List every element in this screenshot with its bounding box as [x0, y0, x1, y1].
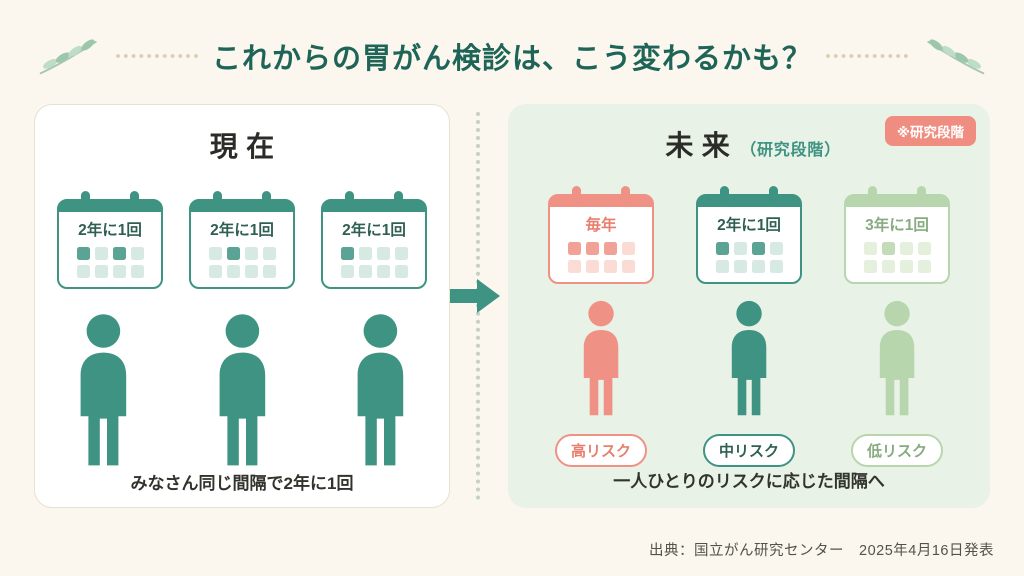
calendar-grid [191, 247, 293, 278]
calendar-label: 毎年 [585, 217, 617, 234]
future-heading: 未来 （研究段階） [657, 124, 841, 164]
calendar-label: 2年に1回 [78, 222, 142, 239]
calendar-header-bar [698, 196, 800, 207]
risk-label: 低リスク [850, 434, 943, 467]
calendar-header-bar [550, 196, 652, 207]
calendar-icon: 2年に1回 [696, 186, 802, 284]
high-risk-column: 毎年 高リスク [545, 184, 657, 467]
future-caption: 一人ひとりのリスクに応じた間隔へ [613, 472, 885, 491]
calendar-icon: 2年に1回 [57, 191, 163, 289]
dotted-line-left [116, 54, 198, 58]
dotted-line-right [826, 54, 909, 58]
calendar-ring [262, 191, 271, 208]
person-icon [357, 314, 404, 466]
current-panel: 現在 2年に1回 2年に1回 [34, 104, 450, 508]
future-columns: 毎年 高リスク 2年に1回 [545, 184, 953, 467]
calendar-grid [846, 242, 948, 273]
calendar-header-bar [323, 201, 425, 212]
current-caption: みなさん同じ間隔で2年に1回 [130, 474, 354, 493]
low-risk-column: 3年に1回 低リスク [841, 184, 953, 467]
current-person-row [65, 313, 419, 469]
leaf-decoration-icon [39, 39, 97, 75]
future-heading-text: 未来 [665, 130, 739, 161]
calendar-icon: 毎年 [548, 186, 654, 284]
calendar-icon: 2年に1回 [189, 191, 295, 289]
person-icon [219, 314, 265, 466]
calendar-grid [550, 242, 652, 273]
source-text: 出典：国立がん研究センター 2025年4月16日発表 [649, 543, 994, 559]
risk-label: 中リスク [702, 434, 795, 467]
calendar-header-bar [191, 201, 293, 212]
calendar-ring [621, 186, 630, 203]
current-calendar-row: 2年に1回 2年に1回 2年に1回 [57, 189, 427, 289]
calendar-ring [81, 191, 90, 208]
calendar-ring [394, 191, 403, 208]
calendar-ring [213, 191, 222, 208]
calendar-label: 2年に1回 [210, 222, 274, 239]
calendar-grid [323, 247, 425, 278]
mid-risk-column: 2年に1回 中リスク [693, 184, 805, 467]
future-panel: ※研究段階 未来 （研究段階） 毎年 [508, 104, 990, 508]
current-heading: 現在 [201, 125, 282, 165]
person-icon [879, 300, 915, 416]
calendar-header-bar [846, 196, 948, 207]
arrow-right-icon [450, 279, 500, 313]
person-icon [583, 300, 619, 416]
calendar-ring [720, 186, 729, 203]
calendar-ring [130, 191, 139, 208]
calendar-ring [917, 186, 926, 203]
calendar-ring [868, 186, 877, 203]
calendar-label: 2年に1回 [717, 217, 781, 234]
calendar-icon: 3年に1回 [844, 186, 950, 284]
calendar-label: 3年に1回 [865, 217, 929, 234]
calendar-ring [345, 191, 354, 208]
future-heading-note: （研究段階） [740, 142, 841, 159]
header: これからの胃がん検診は、こう変わるかも？ [0, 34, 1024, 78]
person-icon [731, 300, 767, 416]
research-stage-badge: ※研究段階 [884, 116, 976, 146]
calendar-ring [572, 186, 581, 203]
person-icon [80, 314, 126, 466]
calendar-grid [698, 242, 800, 273]
calendar-icon: 2年に1回 [321, 191, 427, 289]
calendar-header-bar [59, 201, 161, 212]
leaf-decoration-icon [927, 39, 985, 75]
calendar-label: 2年に1回 [342, 222, 406, 239]
calendar-ring [769, 186, 778, 203]
page-title: これからの胃がん検診は、こう変わるかも？ [212, 43, 813, 75]
risk-label: 高リスク [554, 434, 647, 467]
calendar-grid [59, 247, 161, 278]
current-heading-text: 現在 [209, 131, 283, 162]
